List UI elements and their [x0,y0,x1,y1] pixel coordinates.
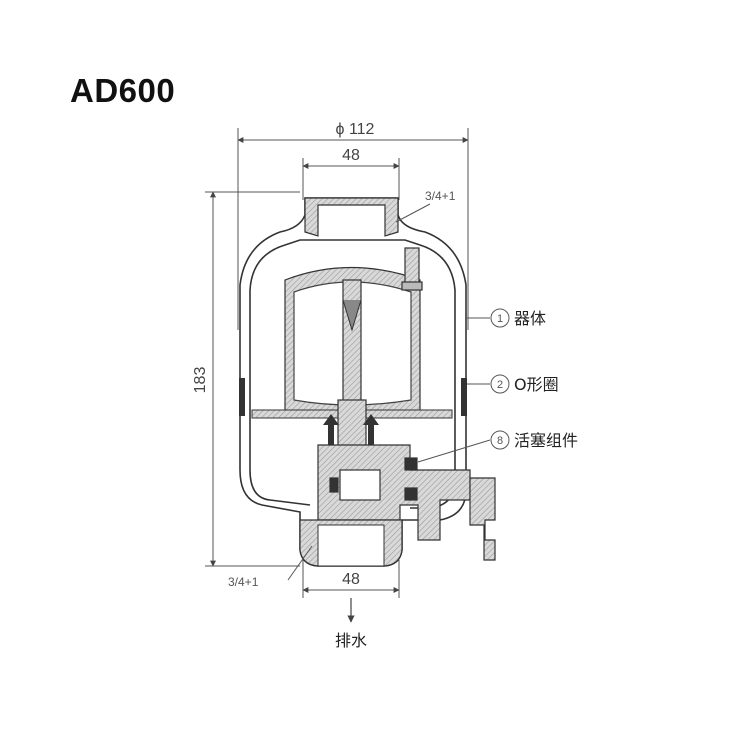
outlet-bore [317,524,385,567]
o-ring-left [239,378,245,416]
flow-arrows [323,414,379,445]
outlet-thread-label: 3/4+1 [228,575,259,589]
inlet-thread-leader [395,203,431,223]
callout-2-number: 2 [497,379,503,391]
model-title: AD600 [70,72,176,109]
callout-8: 8 活塞组件 [417,430,578,463]
piston-assembly [317,444,496,561]
o-ring-right [461,378,467,416]
callout-8-label: 活塞组件 [514,431,578,450]
callout-8-number: 8 [497,435,503,447]
dim-outlet-width [302,560,400,598]
callout-1: 1 器体 [466,308,546,328]
inlet-neck [304,197,399,237]
callout-2: 2 O形圈 [467,374,559,394]
dim-inlet-width [302,158,400,200]
dim-height-label: 183 [192,367,209,394]
callout-1-number: 1 [497,313,503,325]
vent-screw [401,247,423,291]
dim-inlet-width-label: 48 [342,147,360,164]
dim-top-diameter [237,128,469,330]
dim-outlet-width-label: 48 [342,571,360,588]
dim-top-diameter-label: ϕ 112 [336,121,375,138]
dim-height [205,191,300,567]
inlet-thread-label: 3/4+1 [425,189,456,203]
outlet-thread-leader [287,545,313,581]
drain-label: 排水 [335,631,367,650]
callout-2-label: O形圈 [514,375,559,394]
central-stem [337,279,367,449]
callout-1-label: 器体 [514,309,546,328]
